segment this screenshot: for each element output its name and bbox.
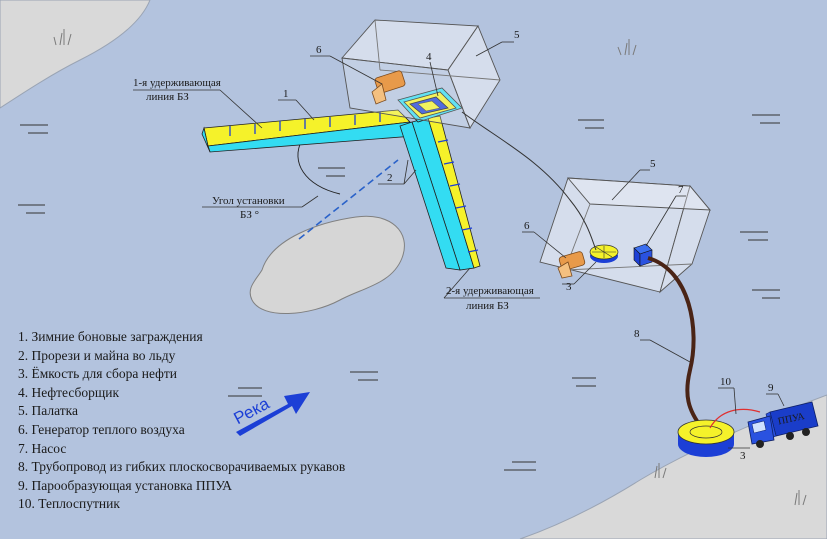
callout-3-shore: 3: [740, 450, 746, 462]
boom-line-2: [399, 115, 481, 271]
legend-item: 9. Парообразующая установка ППУА: [18, 477, 233, 493]
ice-hatch-marks: [18, 114, 780, 471]
legend-item: 1. Зимние боновые заграждения: [18, 329, 203, 344]
callout-3-tent: 3: [566, 281, 572, 293]
label-angle-a: Угол установки: [212, 195, 285, 207]
connecting-hose: [461, 111, 597, 251]
legend-item: 6. Генератор теплого воздуха: [18, 421, 185, 437]
label-line2-a: 2-я удерживающая: [446, 285, 534, 297]
tent-1: [341, 19, 501, 130]
callout-6-tent1: 6: [316, 44, 322, 56]
label-line1-b: линия БЗ: [146, 91, 189, 103]
shore-top-left: [0, 0, 151, 109]
callout-5-tent1: 5: [514, 29, 520, 41]
angle-dashed-line: [298, 159, 399, 240]
oil-skimmer-collection-pit: [397, 87, 463, 123]
air-heater-generator-2: [557, 251, 586, 279]
river-flow-arrow: [236, 392, 310, 436]
label-angle-b: БЗ °: [240, 209, 259, 221]
leader-lines: [133, 41, 785, 449]
callout-9: 9: [768, 382, 774, 394]
legend-item: 2. Прорези и майна во льду: [18, 347, 176, 363]
grass-icon: [53, 29, 807, 506]
flexible-pipeline: [647, 256, 704, 430]
steam-truck-ppua: [747, 401, 819, 448]
oil-collection-tank-large: [677, 419, 735, 457]
air-heater-generator-1: [371, 70, 406, 105]
legend-item: 3. Ёмкость для сбора нефти: [18, 366, 178, 382]
callout-10: 10: [720, 376, 732, 388]
callout-4: 4: [426, 51, 432, 63]
oil-collection-tank-small: [589, 244, 619, 263]
heat-tracer-line: [709, 408, 761, 429]
label-line1-a: 1-я удерживающая: [133, 77, 221, 89]
legend-item: 7. Насос: [18, 440, 67, 456]
legend-item: 8. Трубопровод из гибких плоскосворачива…: [18, 459, 346, 475]
callout-2: 2: [387, 172, 393, 184]
legend-item: 10. Теплоспутник: [18, 496, 120, 512]
callout-1: 1: [283, 88, 289, 100]
oil-slick: [249, 215, 405, 315]
callout-5-tent2: 5: [650, 158, 656, 170]
legend-item: 4. Нефтесборщик: [18, 384, 120, 400]
pump-icon: [633, 243, 653, 267]
angle-arc: [297, 139, 341, 195]
callout-7: 7: [678, 184, 684, 196]
boom-line-1: [201, 109, 415, 153]
legend: 1. Зимние боновые заграждения 2. Прорези…: [18, 328, 345, 514]
callout-6-tent2: 6: [524, 220, 530, 232]
legend-item: 5. Палатка: [18, 403, 78, 419]
label-line2-b: линия БЗ: [466, 300, 509, 312]
callout-8: 8: [634, 328, 640, 340]
